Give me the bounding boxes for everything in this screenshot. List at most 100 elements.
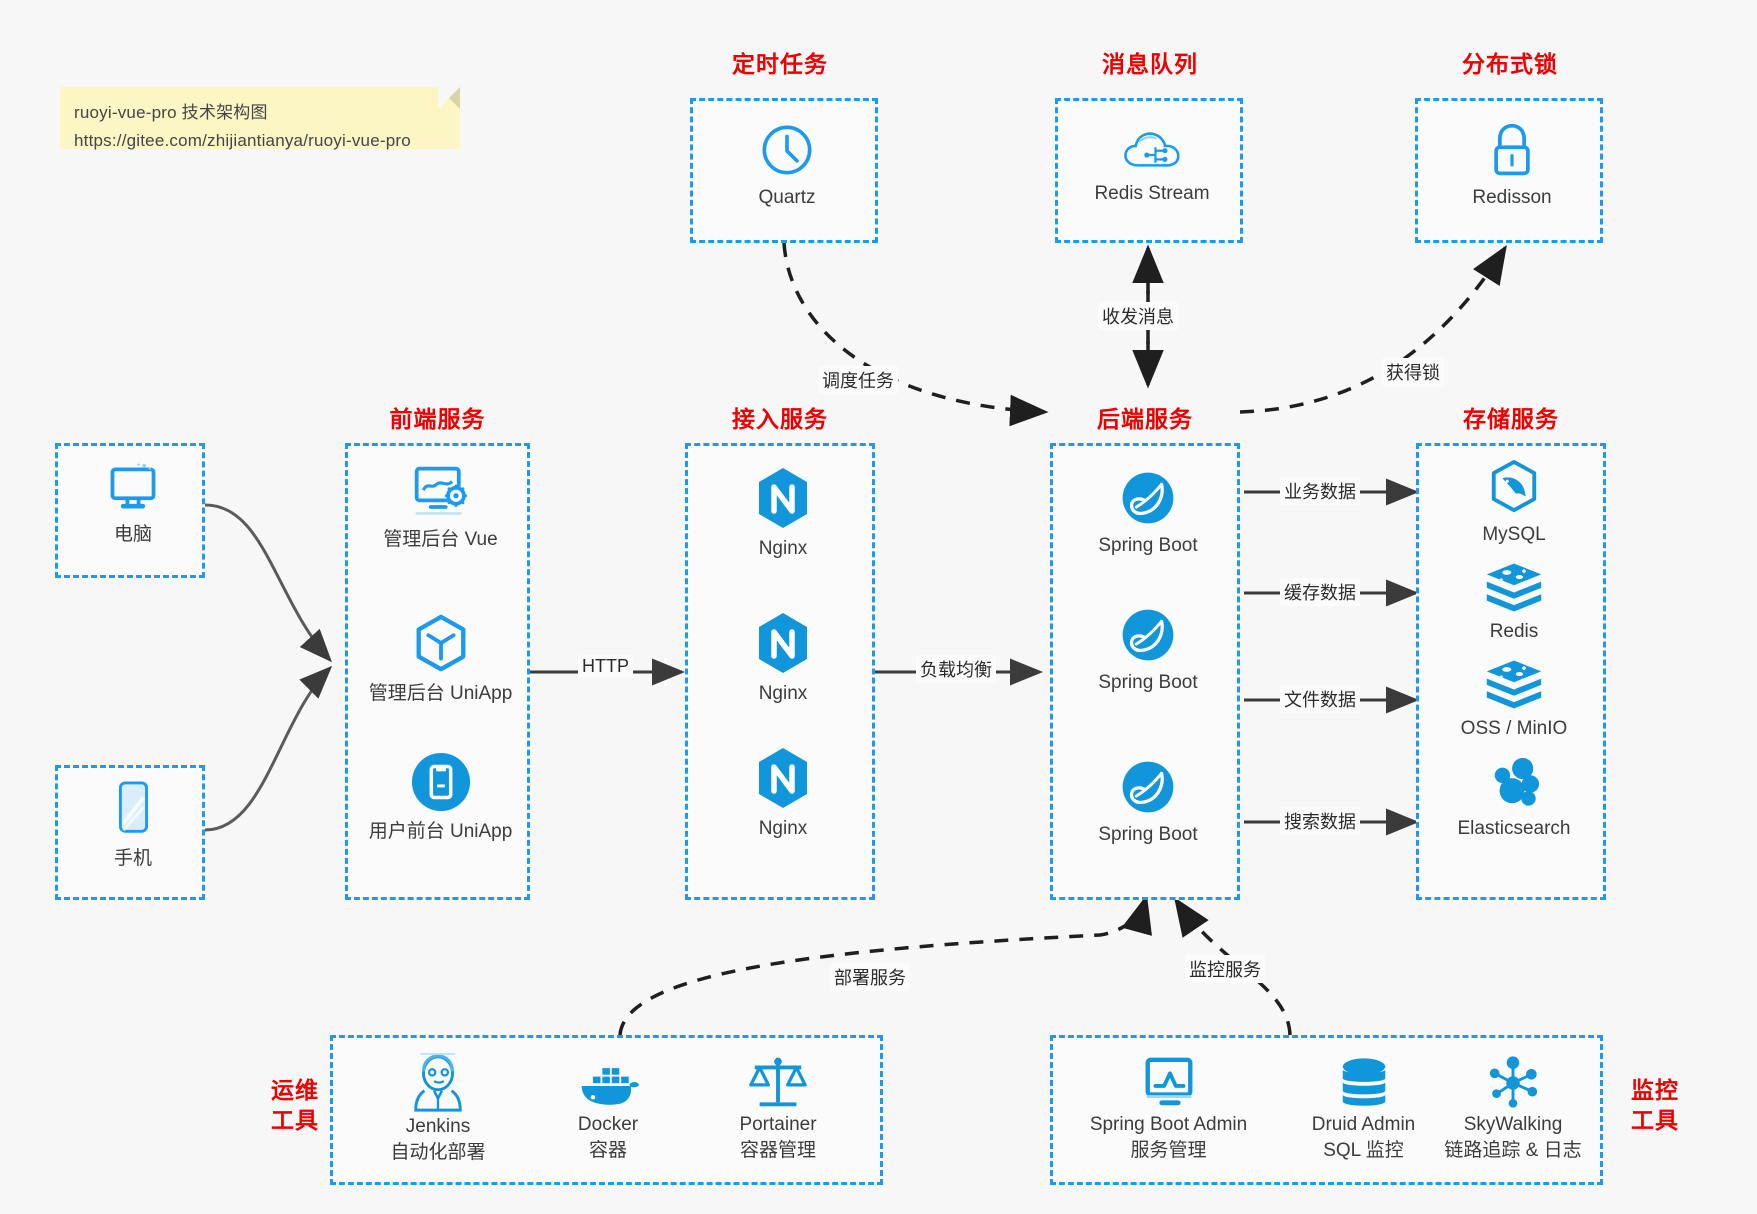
node-label: Portainer <box>739 1114 817 1135</box>
node-sublabel: SQL 监控 <box>1323 1140 1404 1161</box>
nginx-icon <box>759 613 807 673</box>
edge-label-search-data: 搜索数据 <box>1280 807 1360 835</box>
edge-label-http: HTTP <box>578 655 633 678</box>
diagram-note: ruoyi-vue-pro 技术架构图 https://gitee.com/zh… <box>60 87 460 150</box>
elasticsearch-cluster-icon <box>1494 757 1540 806</box>
node-elasticsearch[interactable]: Elasticsearch <box>1419 756 1609 841</box>
node-label: Spring Boot <box>1098 535 1198 556</box>
node-label: MySQL <box>1482 524 1546 545</box>
group-title-backend: 后端服务 <box>1097 406 1193 432</box>
database-cylinder-icon <box>1342 1058 1385 1106</box>
node-label: 电脑 <box>113 524 152 545</box>
group-box-lock: Redisson <box>1415 98 1603 243</box>
node-label: Redis Stream <box>1094 183 1210 204</box>
edge-label-load-balance: 负载均衡 <box>916 655 996 683</box>
node-admin-uniapp[interactable]: 管理后台 UniApp <box>348 613 533 706</box>
group-title-frontend: 前端服务 <box>389 406 486 432</box>
group-title-monitor-line2: 工具 <box>1631 1107 1679 1133</box>
group-title-scheduler: 定时任务 <box>732 51 828 77</box>
group-title-mq: 消息队列 <box>1102 51 1198 77</box>
redis-stack-icon <box>1486 563 1542 612</box>
node-sublabel: 自动化部署 <box>390 1142 486 1163</box>
node-druid-admin[interactable]: Druid Admin SQL 监控 <box>1281 1056 1446 1164</box>
node-sublabel: 容器 <box>588 1140 627 1161</box>
node-desktop[interactable]: 电脑 <box>58 460 208 547</box>
node-spring-boot-1[interactable]: Spring Boot <box>1053 469 1243 558</box>
edge-label-file-data: 文件数据 <box>1280 685 1360 713</box>
spring-boot-icon <box>1122 609 1174 661</box>
group-box-gateway: Nginx Nginx Nginx <box>685 443 875 900</box>
app-square-icon <box>411 752 470 812</box>
edge-label-send-receive-message: 收发消息 <box>1098 302 1178 330</box>
node-docker[interactable]: Docker 容器 <box>523 1060 693 1164</box>
mobile-phone-icon <box>118 781 148 833</box>
group-box-mq: Redis Stream <box>1055 98 1243 243</box>
mysql-dolphin-icon <box>1491 459 1537 513</box>
edge-label-cache-data: 缓存数据 <box>1280 578 1360 606</box>
node-label: Quartz <box>758 187 816 208</box>
group-box-devops: Jenkins 自动化部署 Docker 容器 <box>330 1035 883 1185</box>
node-spring-boot-3[interactable]: Spring Boot <box>1053 758 1243 847</box>
node-quartz[interactable]: Quartz <box>693 121 881 210</box>
node-mobile[interactable]: 手机 <box>58 780 208 871</box>
note-line-title: ruoyi-vue-pro 技术架构图 <box>74 103 268 122</box>
node-sublabel: 链路追踪 & 日志 <box>1444 1140 1582 1161</box>
spring-boot-icon <box>1122 761 1174 813</box>
node-label: Spring Boot <box>1098 824 1198 845</box>
node-spring-boot-admin[interactable]: Spring Boot Admin 服务管理 <box>1061 1054 1276 1164</box>
node-label: 管理后台 UniApp <box>368 683 513 704</box>
portainer-scale-icon <box>749 1057 807 1107</box>
node-label: Docker <box>577 1114 639 1135</box>
node-nginx-1[interactable]: Nginx <box>688 466 878 561</box>
node-redisson[interactable]: Redisson <box>1418 121 1606 210</box>
note-fold-shadow-icon <box>438 87 460 109</box>
node-label: 用户前台 UniApp <box>368 821 513 842</box>
node-label: 手机 <box>113 848 152 869</box>
group-box-backend: Spring Boot Spring Boot Spring Boot <box>1050 443 1240 900</box>
node-label: Spring Boot Admin <box>1089 1114 1248 1135</box>
node-label: SkyWalking <box>1463 1114 1563 1135</box>
edge-label-deploy-service: 部署服务 <box>830 963 910 991</box>
node-nginx-3[interactable]: Nginx <box>688 746 878 841</box>
node-admin-vue[interactable]: 管理后台 Vue <box>348 463 533 552</box>
dashboard-gear-icon <box>414 466 467 515</box>
node-label: OSS / MinIO <box>1460 718 1568 739</box>
node-portainer[interactable]: Portainer 容器管理 <box>688 1052 868 1164</box>
node-nginx-2[interactable]: Nginx <box>688 611 878 706</box>
node-oss-minio[interactable]: OSS / MinIO <box>1419 658 1609 741</box>
docker-whale-icon <box>581 1068 640 1105</box>
edge-label-monitor-service: 监控服务 <box>1185 955 1265 983</box>
node-redis-stream[interactable]: Redis Stream <box>1058 123 1246 206</box>
spring-boot-icon <box>1122 472 1174 524</box>
nginx-icon <box>759 748 807 808</box>
group-box-client-desktop: 电脑 <box>55 443 205 578</box>
group-title-gateway: 接入服务 <box>732 406 828 432</box>
node-label: Nginx <box>758 818 808 839</box>
group-title-devops: 运维 工具 <box>255 1075 335 1135</box>
node-label: Elasticsearch <box>1457 818 1571 839</box>
node-spring-boot-2[interactable]: Spring Boot <box>1053 606 1243 695</box>
desktop-monitor-icon <box>110 463 156 509</box>
edge-label-business-data: 业务数据 <box>1280 477 1360 505</box>
node-skywalking[interactable]: SkyWalking 链路追踪 & 日志 <box>1423 1054 1603 1164</box>
group-box-monitor: Spring Boot Admin 服务管理 Druid Admin SQL 监… <box>1050 1035 1603 1185</box>
node-mysql[interactable]: MySQL <box>1419 458 1609 547</box>
node-label: Redisson <box>1472 187 1552 208</box>
group-box-storage: MySQL Redis <box>1416 443 1606 900</box>
nginx-icon <box>759 468 807 528</box>
node-label: Jenkins <box>405 1116 471 1137</box>
note-line-url: https://gitee.com/zhijiantianya/ruoyi-vu… <box>74 131 411 150</box>
group-title-devops-line2: 工具 <box>271 1107 319 1133</box>
clock-icon <box>762 125 812 175</box>
cloud-stream-icon <box>1124 132 1180 167</box>
node-label: 管理后台 Vue <box>383 529 498 550</box>
skywalking-node-icon <box>1489 1056 1538 1108</box>
group-title-lock: 分布式锁 <box>1462 51 1558 77</box>
node-label: Spring Boot <box>1098 672 1198 693</box>
node-jenkins[interactable]: Jenkins 自动化部署 <box>353 1052 523 1166</box>
group-box-scheduler: Quartz <box>690 98 878 243</box>
node-user-uniapp[interactable]: 用户前台 UniApp <box>348 751 533 844</box>
node-sublabel: 服务管理 <box>1130 1140 1207 1161</box>
node-redis[interactable]: Redis <box>1419 561 1609 644</box>
node-label: Druid Admin <box>1311 1114 1416 1135</box>
